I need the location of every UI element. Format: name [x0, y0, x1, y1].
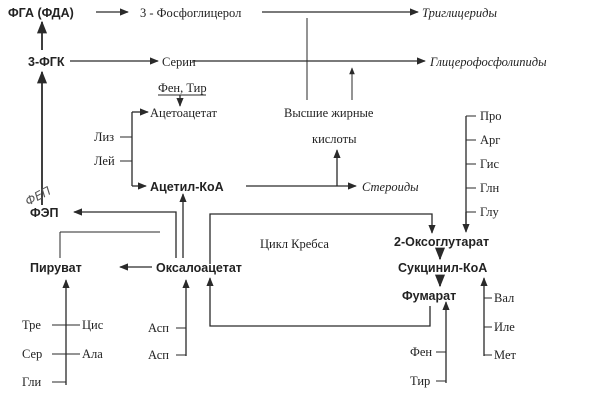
node-2-oxoglutarate: 2-Оксоглутарат — [394, 235, 489, 249]
node-ala: Ала — [82, 347, 103, 361]
node-thr: Тре — [22, 318, 41, 332]
node-labels: ФГА (ФДА) 3 - Фосфоглицерол Триглицериды… — [8, 6, 547, 389]
node-fumarate: Фумарат — [402, 289, 456, 303]
node-acetoacetate: Ацетоацетат — [150, 106, 217, 120]
node-glu: Глу — [480, 205, 500, 219]
node-steroids: Стероиды — [362, 180, 419, 194]
node-lys: Лиз — [94, 130, 114, 144]
node-val: Вал — [494, 291, 514, 305]
node-acetyl-coa: Ацетил-КоА — [150, 180, 224, 194]
node-glycerophospholipids: Глицерофосфолипиды — [429, 55, 547, 69]
node-met: Мет — [494, 348, 516, 362]
node-phe: Фен — [410, 345, 432, 359]
node-pyruvate: Пируват — [30, 261, 82, 275]
node-phen-tyr: Фен, Тир — [158, 81, 207, 95]
node-asn: Асп — [148, 321, 169, 335]
node-3-fgk: 3-ФГК — [28, 55, 65, 69]
node-asp: Асп — [148, 348, 169, 362]
node-tyr: Тир — [410, 374, 430, 388]
node-serine: Серин — [162, 55, 196, 69]
node-krebs-cycle: Цикл Кребса — [260, 237, 329, 251]
node-fga: ФГА (ФДА) — [8, 6, 74, 20]
handwritten-annotation: ФЕП — [23, 184, 53, 209]
arrow-fumarate-to-oxaloacetate — [206, 277, 431, 327]
arrow-oxaloacetate-to-fep — [73, 208, 177, 258]
node-phosphoglycerol: 3 - Фосфоглицерол — [140, 6, 241, 20]
node-ser: Сер — [22, 347, 42, 361]
node-leu: Лей — [94, 154, 115, 168]
node-his: Гис — [480, 157, 499, 171]
node-oxaloacetate: Оксалоацетат — [156, 261, 242, 275]
arrow-acetyl-coa-to-oxoglutarate — [209, 213, 436, 264]
node-cys: Цис — [82, 318, 104, 332]
node-gly: Гли — [22, 375, 42, 389]
node-higher-fatty-acids-line2: кислоты — [312, 132, 357, 146]
node-fep: ФЭП — [30, 206, 59, 220]
connector-lines — [36, 8, 492, 385]
node-arg: Арг — [480, 133, 500, 147]
node-triglycerides: Триглицериды — [422, 6, 497, 20]
node-succinyl-coa: Сукцинил-КоА — [398, 261, 487, 275]
node-ile: Иле — [494, 320, 515, 334]
node-pro: Про — [480, 109, 502, 123]
node-higher-fatty-acids-line1: Высшие жирные — [284, 106, 374, 120]
node-gln: Глн — [480, 181, 500, 195]
